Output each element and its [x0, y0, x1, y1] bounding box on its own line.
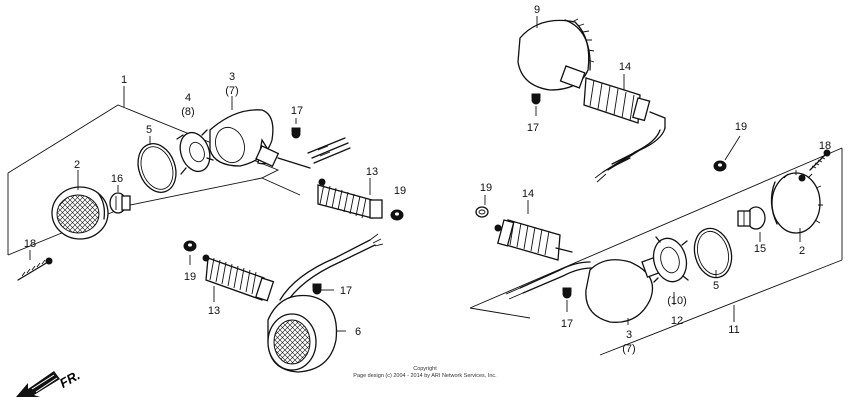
- wire-harness-right-lower: [505, 261, 593, 300]
- callout-3-left: 3: [229, 71, 235, 83]
- copyright-line-2: Page design (c) 2004 - 2014 by ARI Netwo…: [353, 373, 497, 379]
- nut-part-19-d: [475, 206, 489, 218]
- callout-11: 11: [728, 324, 739, 336]
- callout-18-left: 18: [24, 238, 36, 250]
- callout-16: 16: [111, 173, 123, 185]
- copyright-notice: Copyright Page design (c) 2004 - 2014 by…: [0, 366, 850, 380]
- callout-19-left-lower: 19: [184, 271, 196, 283]
- housing-part-3-right: [585, 255, 666, 323]
- callout-13-upper: 13: [366, 166, 378, 178]
- bulb-part-15: [737, 206, 766, 230]
- assembly-11-boundary: [469, 147, 843, 356]
- screw-part-17-right-top: [531, 93, 541, 105]
- callout-4: 4: [185, 92, 191, 104]
- callout-17-left-lower: 17: [340, 285, 352, 297]
- housing-part-3-left: [209, 109, 351, 169]
- gasket-part-5-right: [693, 227, 733, 279]
- callout-5-left: 5: [146, 124, 152, 136]
- callout-7-right: (7): [622, 343, 635, 355]
- callout-19-right-top: 19: [735, 121, 747, 133]
- callout-14-upper: 14: [619, 61, 631, 73]
- turn-signal-assembly-part-6: [267, 294, 338, 373]
- lens-part-2-left: [51, 186, 109, 240]
- screw-part-17-right-lower: [562, 287, 572, 299]
- lens-rim-part-2-right: [770, 170, 823, 234]
- callout-14-lower: 14: [522, 188, 534, 200]
- callout-18-right: 18: [819, 140, 831, 152]
- callout-2-left: 2: [74, 159, 80, 171]
- callout-10: (10): [667, 295, 687, 307]
- rubber-boot-part-14-lower: [494, 219, 573, 261]
- nut-part-19-b: [183, 240, 197, 252]
- callout-17-right-lower: 17: [561, 318, 573, 330]
- callout-13-lower: 13: [208, 305, 220, 317]
- screw-part-17-left-top: [291, 127, 301, 139]
- callout-17-left-top: 17: [291, 105, 303, 117]
- wire-harness-right-upper: [594, 127, 666, 183]
- wire-harness-left: [279, 233, 384, 306]
- callout-1: 1: [121, 74, 127, 86]
- callout-3-right: 3: [626, 329, 632, 341]
- callout-8: (8): [181, 106, 194, 118]
- callout-17-right-top: 17: [527, 122, 539, 134]
- screw-part-17-left-lower: [312, 283, 322, 295]
- rubber-boot-part-13-upper: [317, 178, 383, 219]
- screw-part-18-right: [809, 149, 831, 171]
- callout-15: 15: [754, 243, 766, 255]
- callout-19-right-of-left: 19: [394, 185, 406, 197]
- callout-12: 12: [671, 315, 683, 327]
- screw-part-18-left: [17, 257, 53, 281]
- nut-part-19-c: [713, 160, 727, 172]
- arrow-left-down-icon: [16, 371, 60, 397]
- copyright-line-1: Copyright: [413, 366, 437, 372]
- gasket-part-5-left: [137, 143, 177, 193]
- nut-part-19-a: [390, 209, 404, 221]
- bulb-part-16: [109, 192, 131, 214]
- socket-part-4-left: [176, 129, 214, 175]
- rubber-boot-part-14-upper: [583, 77, 666, 129]
- socket-part-12: [652, 236, 689, 283]
- callout-labels: 1 2 3 (7) 4 (8) 5 16 17 18 13 19 19 13 1…: [24, 4, 831, 355]
- callout-5-right: 5: [713, 280, 719, 292]
- callout-7-left: (7): [225, 85, 238, 97]
- rubber-boot-part-13-lower: [202, 254, 275, 302]
- housing-part-9: [517, 18, 595, 91]
- callout-6: 6: [355, 326, 361, 338]
- callout-9: 9: [534, 4, 540, 16]
- callout-19-right-left: 19: [480, 182, 492, 194]
- callout-2-right: 2: [799, 245, 805, 257]
- front-direction-marker: FR.: [16, 367, 83, 397]
